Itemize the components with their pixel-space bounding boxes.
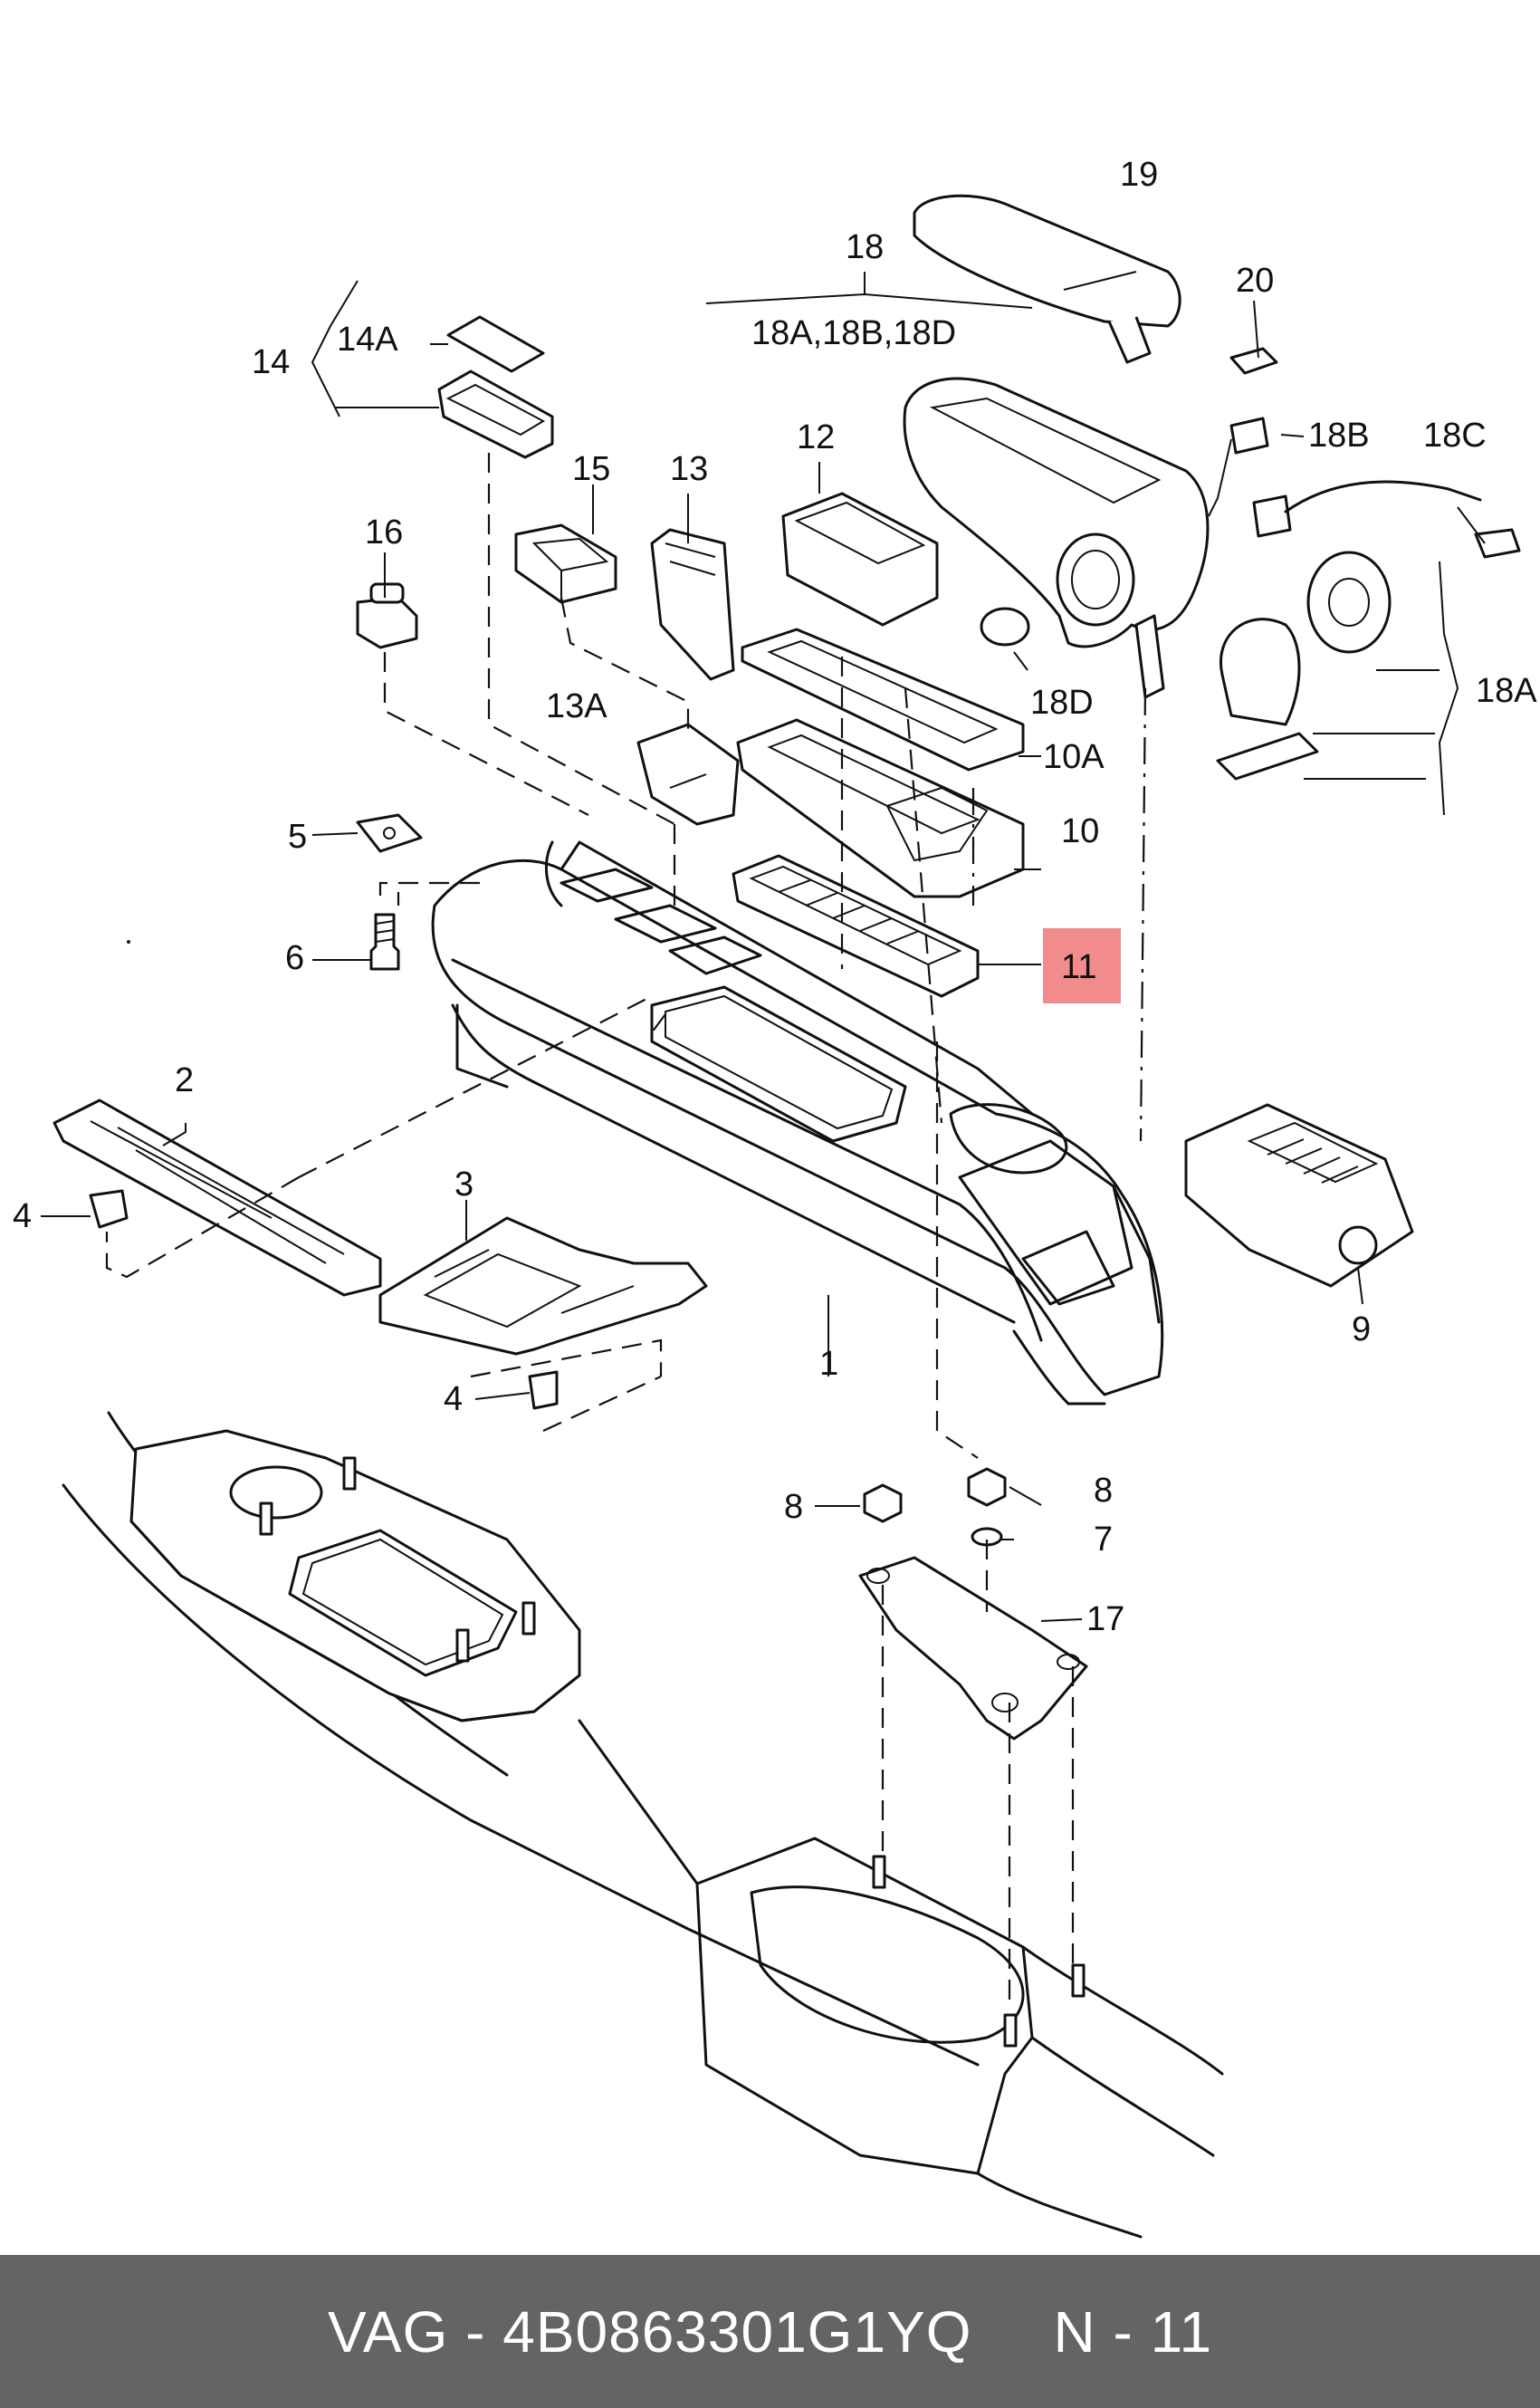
group-brackets <box>311 272 1459 816</box>
label-15: 15 <box>572 450 610 488</box>
parts-diagram: 19 18 18A,18B,18D 20 18B 18C 18A 18D 14 … <box>13 156 1537 2239</box>
label-4-lower: 4 <box>444 1380 463 1418</box>
clip-part-4-lower <box>528 1370 559 1410</box>
part-labels: 19 18 18A,18B,18D 20 18B 18C 18A 18D 14 … <box>13 156 1537 1638</box>
label-18b: 18B <box>1308 417 1370 455</box>
label-4-upper: 4 <box>13 1197 32 1235</box>
cover-part-19 <box>913 194 1181 364</box>
label-12: 12 <box>797 418 835 456</box>
tray-part-14 <box>437 369 554 459</box>
label-10: 10 <box>1061 812 1099 850</box>
cup-holder-part-13a <box>636 723 740 826</box>
assembly-lines <box>105 453 1147 2001</box>
label-11: 11 <box>1061 948 1096 986</box>
nut-part-8-left <box>863 1483 903 1523</box>
mat-part-14a <box>446 315 545 373</box>
clip-part-20 <box>1229 347 1278 375</box>
speck <box>127 940 130 944</box>
switch-part-16 <box>356 582 418 649</box>
label-8-left: 8 <box>784 1488 803 1526</box>
label-18a: 18A <box>1476 672 1537 710</box>
label-9: 9 <box>1352 1310 1371 1348</box>
label-18: 18 <box>846 228 884 266</box>
cup-holder-part-18a <box>1216 551 1392 781</box>
air-vent-part-9 <box>1184 1103 1414 1288</box>
footer-bar: VAG - 4B0863301G1YQ N - 11 <box>0 2255 1540 2408</box>
label-20: 20 <box>1236 262 1274 300</box>
stud-bolts <box>259 1456 1086 2048</box>
label-18c: 18C <box>1423 417 1487 455</box>
label-10a: 10A <box>1043 738 1105 776</box>
grille-part-11 <box>732 854 980 998</box>
label-18a-18b-18d: 18A,18B,18D <box>751 314 956 352</box>
label-1: 1 <box>819 1345 838 1383</box>
label-2: 2 <box>175 1061 194 1099</box>
bracket-part-5 <box>356 813 423 853</box>
bracket-part-17 <box>858 1556 1088 1741</box>
label-16: 16 <box>365 513 403 552</box>
highlight-box <box>1043 928 1121 1003</box>
diagram-ref-text: N - 11 <box>1053 2298 1213 2365</box>
label-6: 6 <box>285 939 304 977</box>
armrest-part-18 <box>903 377 1210 699</box>
switch-block-part-15 <box>514 523 617 604</box>
label-8-right: 8 <box>1094 1472 1113 1510</box>
floor-tunnel <box>62 1411 1224 2239</box>
frame-part-10a <box>741 628 1025 772</box>
clip-part-4-upper <box>89 1189 129 1229</box>
leader-lines <box>41 271 1440 1622</box>
label-14a: 14A <box>337 321 398 359</box>
tray-part-10 <box>736 718 1025 898</box>
screw-part-6 <box>369 913 400 971</box>
label-18d: 18D <box>1030 684 1094 722</box>
label-13: 13 <box>670 450 708 488</box>
label-3: 3 <box>454 1166 473 1204</box>
nut-part-8-right <box>967 1467 1007 1507</box>
holder-part-13 <box>650 528 735 681</box>
cable-part-18c <box>1252 480 1521 559</box>
label-17: 17 <box>1086 1600 1124 1638</box>
part-number-text: VAG - 4B0863301G1YQ <box>327 2298 972 2365</box>
label-19: 19 <box>1120 156 1158 194</box>
trim-strip-part-2 <box>53 1098 382 1297</box>
connector-part-18b <box>1229 417 1269 455</box>
label-7: 7 <box>1094 1521 1113 1559</box>
label-5: 5 <box>288 818 307 856</box>
label-13a: 13A <box>546 687 607 725</box>
label-14: 14 <box>252 343 290 381</box>
insert-part-12 <box>781 492 939 627</box>
trim-plate-part-3 <box>378 1216 708 1356</box>
center-console-part-1 <box>431 840 1164 1405</box>
plug-part-18d <box>980 607 1030 647</box>
